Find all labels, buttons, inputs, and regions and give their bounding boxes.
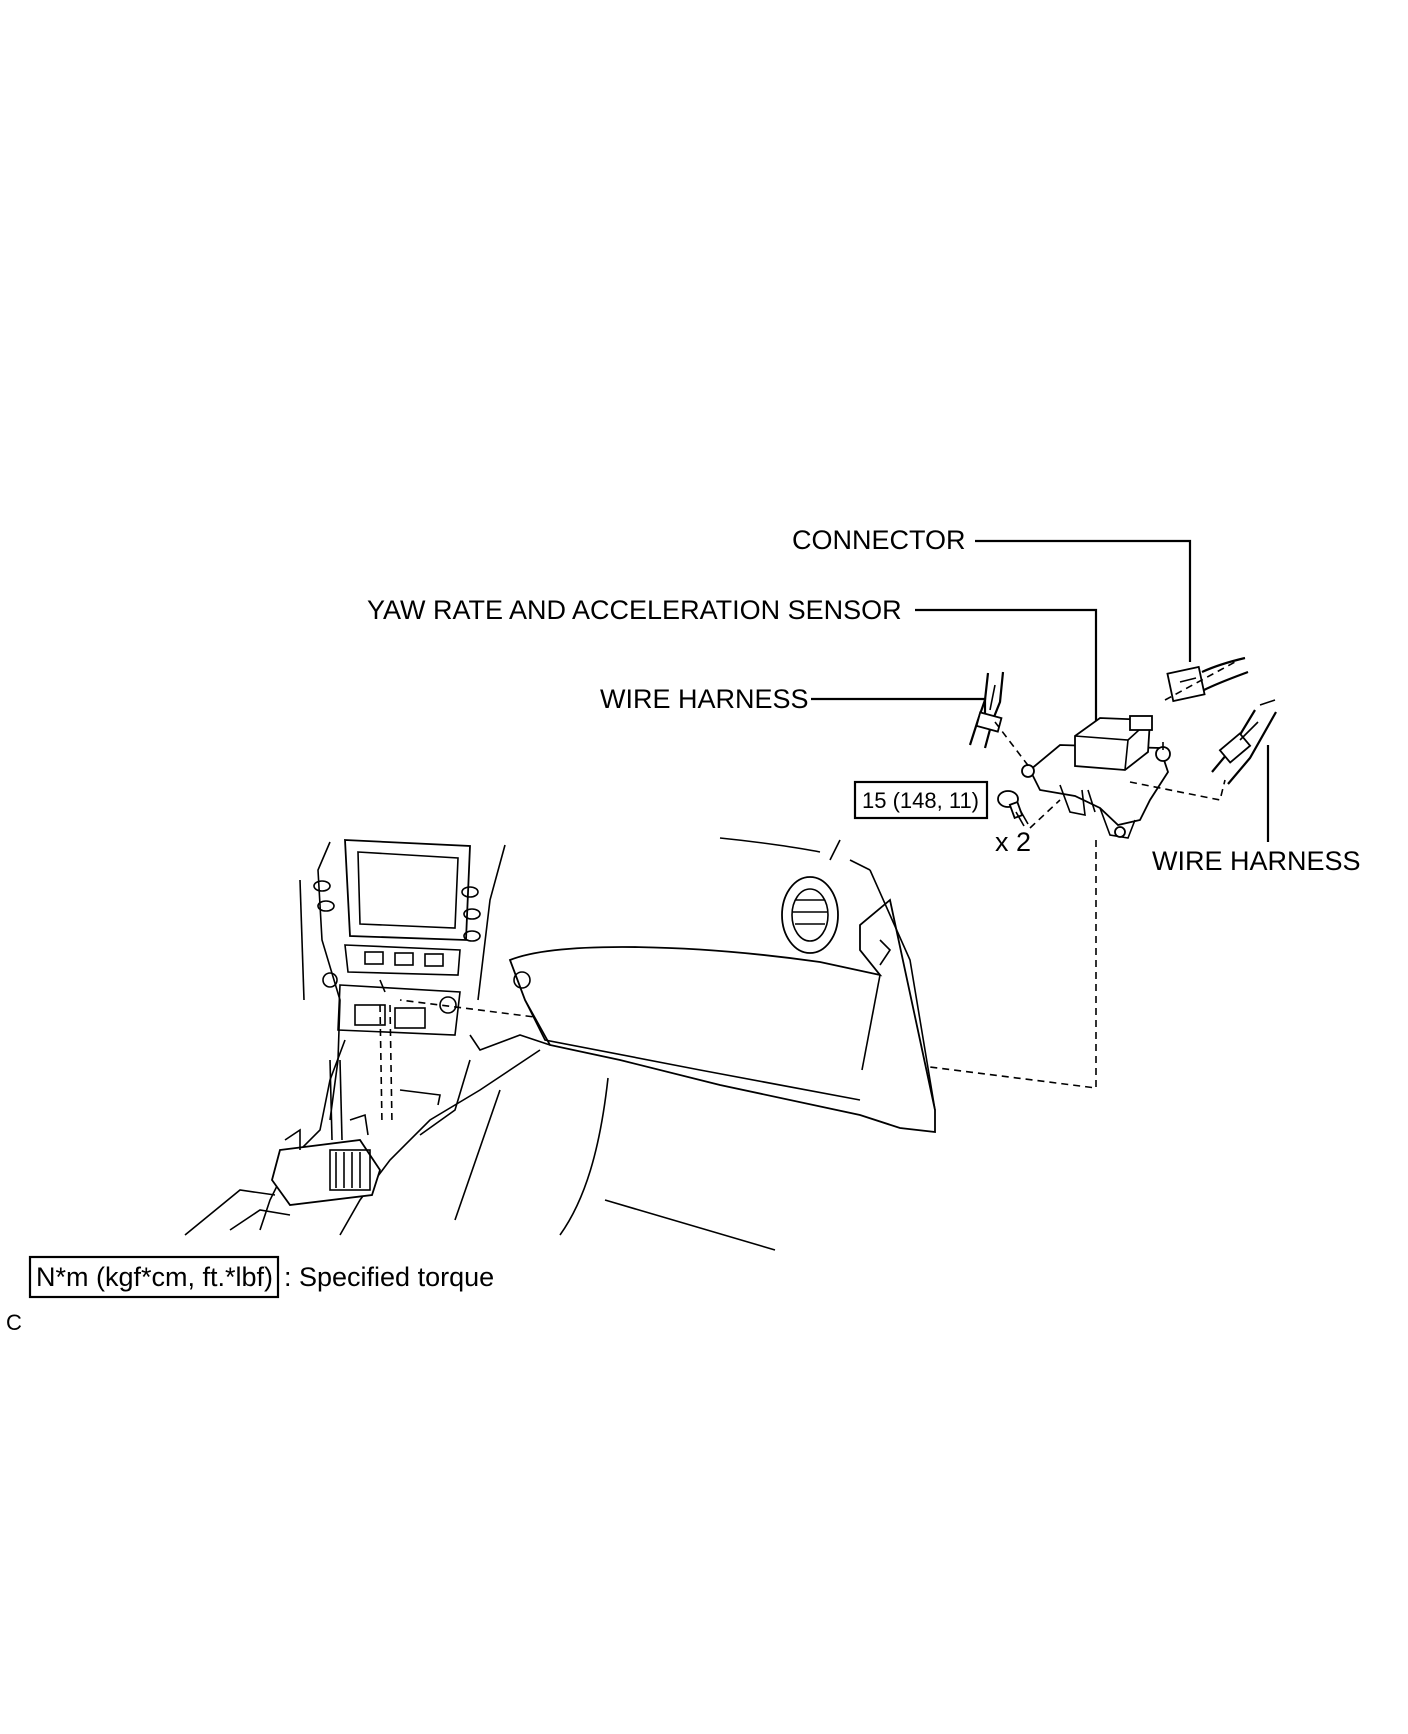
yaw-rate-sensor-icon bbox=[1021, 715, 1171, 839]
legend-torque-text: : Specified torque bbox=[284, 1262, 494, 1292]
wire-harness-right-label: WIRE HARNESS bbox=[1152, 846, 1361, 876]
legend-torque-units: N*m (kgf*cm, ft.*lbf) bbox=[36, 1262, 273, 1292]
connector-leader-line bbox=[975, 539, 1192, 662]
guide-right-harness bbox=[1129, 779, 1226, 801]
figure-code: C bbox=[6, 1310, 22, 1335]
connector-icon bbox=[1166, 656, 1249, 703]
bolt-icon bbox=[997, 790, 1029, 827]
legend-torque-box bbox=[28, 1255, 280, 1299]
torque-value: 15 (148, 11) bbox=[862, 788, 979, 813]
wire-harness-left-leader-line bbox=[811, 697, 987, 718]
guide-bolt bbox=[1029, 799, 1061, 829]
connector-label: CONNECTOR bbox=[792, 525, 966, 555]
wire-harness-right-icon bbox=[1211, 699, 1277, 785]
guide-connector bbox=[1164, 661, 1236, 701]
sensor-leader-line bbox=[915, 608, 1098, 745]
sensor-label: YAW RATE AND ACCELERATION SENSOR bbox=[367, 595, 902, 625]
guide-left-harness bbox=[994, 721, 1031, 769]
wire-harness-left-icon bbox=[968, 671, 1005, 749]
bolt-count: x 2 bbox=[995, 827, 1031, 857]
wire-harness-left-label: WIRE HARNESS bbox=[600, 684, 809, 714]
torque-box bbox=[853, 780, 989, 820]
vehicle-interior-illustration bbox=[184, 837, 936, 1251]
